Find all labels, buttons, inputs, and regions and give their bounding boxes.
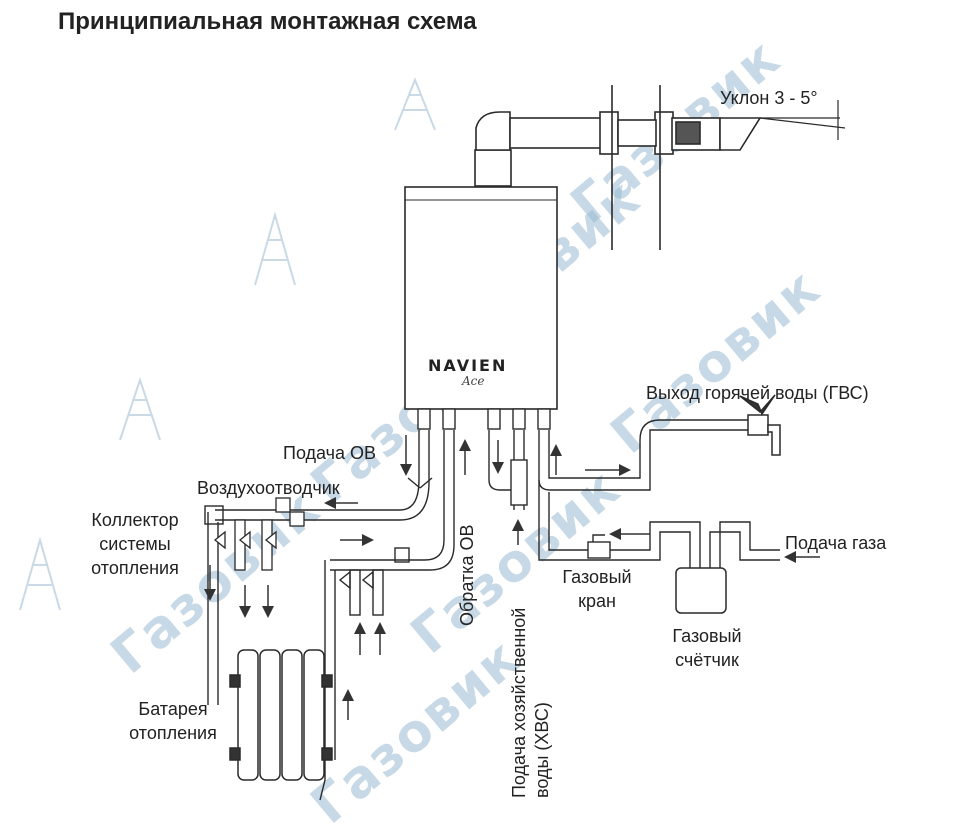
gas-valve-label: Газовый кран (557, 565, 637, 613)
brand-logo: NAVIEN (428, 356, 508, 375)
boiler-fittings (417, 408, 551, 430)
faucet-icon (739, 394, 781, 456)
heating-return-pipe (319, 430, 455, 801)
gas-supply-label: Подача газа (785, 533, 887, 553)
gas-meter-label: Газовый счётчик (662, 624, 752, 672)
flow-arrows (204, 435, 820, 720)
gas-pipe (538, 480, 780, 570)
radiator-label-line1: Батарея (138, 699, 208, 719)
brand-model: Ace (462, 374, 485, 388)
gas-valve-label-line1: Газовый (562, 567, 632, 587)
slope-indicator (759, 100, 846, 140)
heating-supply-label: Подача ОВ (283, 443, 377, 463)
air-vent-label: Воздухоотводчик (197, 478, 340, 498)
radiator (229, 649, 333, 781)
collector-label-line3: отопления (91, 558, 179, 578)
cold-water-pipe (488, 430, 528, 510)
heating-return-label: Обратка ОВ (457, 524, 477, 626)
radiator-label: Батарея отопления (118, 697, 228, 745)
gas-meter-label-line1: Газовый (672, 626, 742, 646)
collector-label-line1: Коллектор (91, 510, 179, 530)
boiler-unit (404, 186, 558, 410)
watermark-tower-icon (19, 77, 436, 611)
cold-water-label-line2: воды (ХВС) (532, 702, 552, 798)
flue-pipe (474, 85, 762, 250)
gas-valve-label-line2: кран (578, 591, 616, 611)
hot-water-pipe (538, 419, 760, 491)
page-title: Принципиальная монтажная схема (58, 8, 477, 35)
collector-valves (213, 497, 305, 571)
cold-water-label-line1: Подача хозяйственной (509, 607, 529, 798)
hot-water-out-label: Выход горячей воды (ГВС) (646, 383, 869, 403)
gas-meter-label-line2: счётчик (675, 650, 739, 670)
collector-label-line2: системы (99, 534, 171, 554)
heating-supply-pipe (204, 430, 433, 705)
radiator-label-line2: отопления (129, 723, 217, 743)
slope-label: Уклон 3 - 5° (720, 88, 818, 108)
gas-meter (675, 567, 727, 614)
collector-label: Коллектор системы отопления (80, 508, 190, 580)
